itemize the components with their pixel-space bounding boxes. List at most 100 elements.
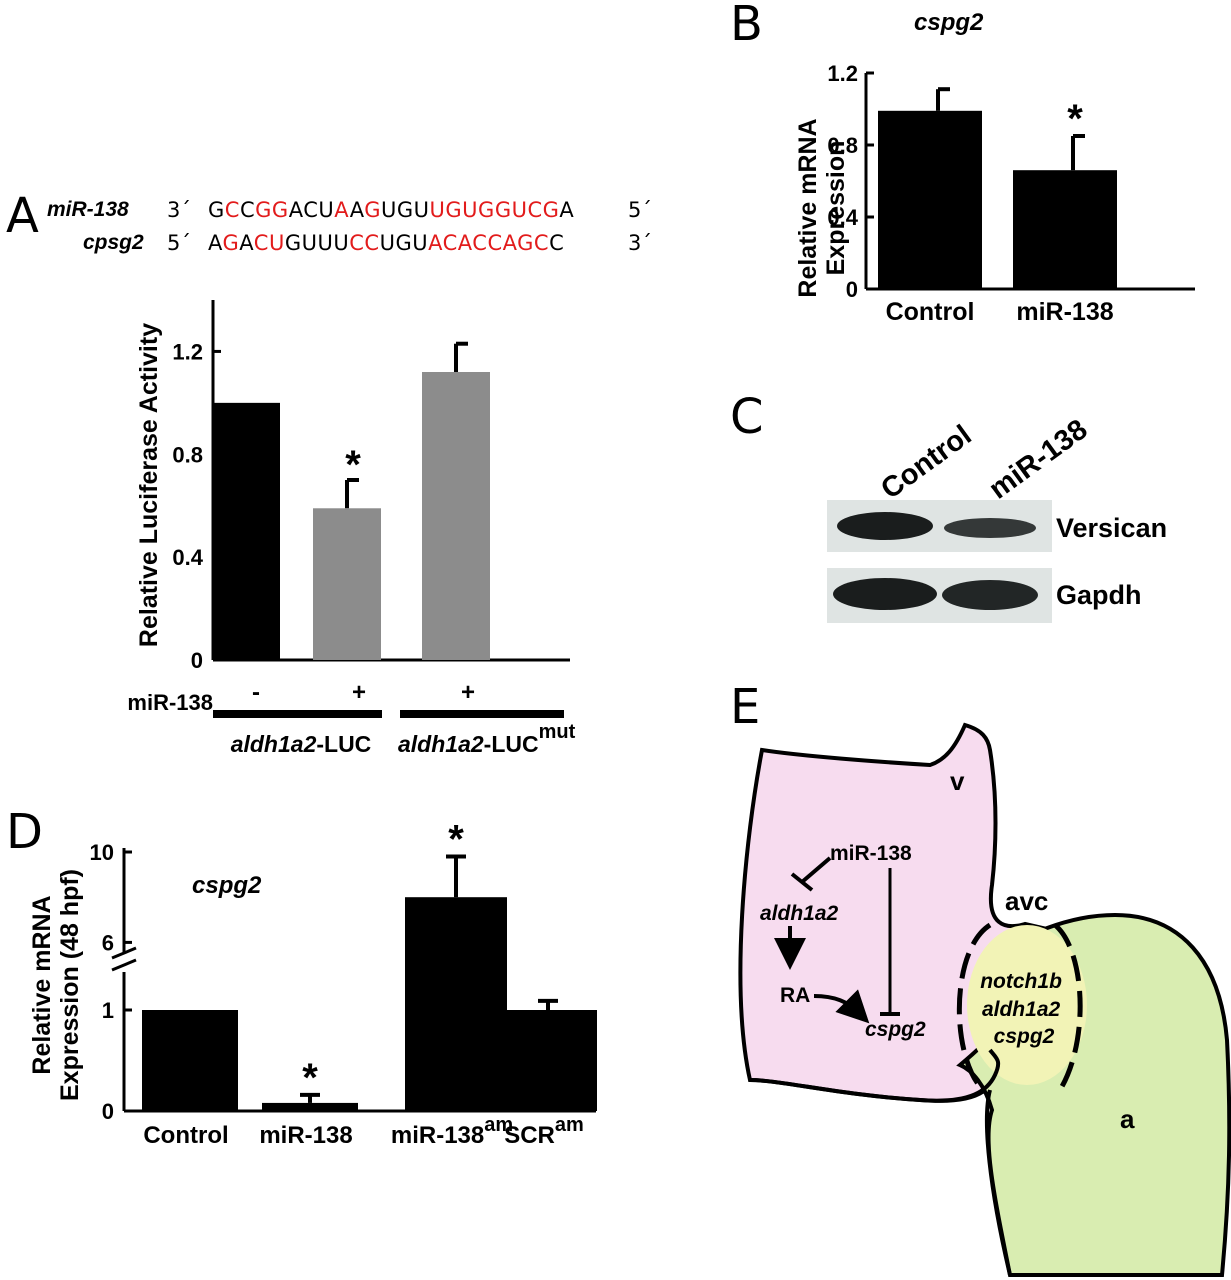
chart-d-title: cspg2 [192,872,262,899]
blot-lane-control: Control [875,419,977,505]
panel-label-d: D [6,804,43,860]
sequence-base: A [559,198,575,222]
sequence-base: U [379,231,396,255]
x-category-label: miR-138am [391,1114,513,1149]
y-tick-label: 0.8 [827,133,858,158]
sequence-base: U [511,198,528,222]
heart-diagram: v avc a miR-138 aldh1a2 RA cspg2 notch1b… [738,722,1231,1277]
sequence-base: A [349,198,365,222]
mirna-prime-left: 3´ [167,198,191,222]
bar [313,508,381,660]
sequence-base: G [222,231,240,255]
x-category-label: miR-138 [259,1122,352,1149]
sequence-base: G [396,198,414,222]
sequence-base: C [239,198,256,222]
band-versican-control [837,512,933,540]
y-tick-label: 0 [846,277,858,302]
sequence-base: U [317,231,334,255]
sequence-base: A [334,198,350,222]
atrium-outline-left [984,1089,1012,1276]
sequence-base: U [333,231,350,255]
panel-label-c: C [730,389,764,445]
sequence-base: G [542,198,560,222]
significance-star: * [448,820,464,862]
y-tick-label: 1.2 [827,61,858,86]
mirna-seq-name: miR-138 [47,198,129,221]
significance-star: * [302,1056,318,1100]
y-tick-label: 0 [102,1099,114,1124]
blot-row-versican: Versican [1056,513,1167,543]
bar [878,110,982,289]
x-category-label: SCRam [504,1114,584,1149]
bar [1013,170,1117,289]
sequence-base: U [318,198,335,222]
x-category-text: miR-138 [259,1122,352,1149]
chart-b-title: cspg2 [914,9,984,36]
label-avc: avc [1005,886,1048,916]
sequence-base: A [239,231,254,255]
y-tick-label: 0 [191,648,203,673]
node-cspg2: cspg2 [865,1018,926,1041]
sequence-base: U [413,198,430,222]
target-prime-right: 3´ [628,231,652,255]
x-category-superscript: am [484,1114,513,1136]
sequence-base: G [517,231,534,255]
chart-a-plot: 0 0.4 0.8 1.2 - * + + [172,300,570,706]
y-tick-label: 1 [102,998,114,1023]
sequence-base: C [224,198,240,222]
inhibit-mir-aldh [800,856,832,884]
sequence-base: G [494,198,512,222]
sequence-base: C [487,231,503,255]
sequence-base: C [349,231,365,255]
y-tick-label: 0.4 [172,545,203,570]
sequence-base: A [428,231,443,255]
avc-dashed-boundary [956,922,1083,1094]
group-label-1: aldh1a2-LUC [231,731,372,757]
x-category-text: Control [143,1122,228,1149]
chart-b-ylabel: Relative mRNAExpression [794,118,850,297]
x-category-label: - [252,679,260,706]
group-bar-1 [213,710,382,718]
sequence-base: C [472,231,488,255]
arrow-ra-cspg [813,989,870,1024]
x-category-label: miR-138 [1016,298,1113,326]
sequence-base: A [288,198,304,222]
sequence-base: U [462,198,479,222]
axis-break-mark [111,958,137,972]
x-category-label: Control [143,1122,228,1149]
sequence-base: U [412,231,429,255]
y-tick-label: 0.4 [827,205,858,230]
y-tick-label: 1.2 [172,339,203,364]
x-category-label: + [352,679,366,706]
bar [422,372,490,660]
node-mir138: miR-138 [830,842,912,865]
chart-d-mrna-48hpf: cspg2 Relative mRNAExpression (48 hpf) 0… [28,820,597,1149]
group-bar-2 [400,710,564,718]
target-prime-left: 5´ [167,231,191,255]
mirna-prime-right: 5´ [628,198,652,222]
x-category-label: Control [886,298,975,326]
sequence-base: G [255,198,272,222]
avc-region [967,925,1087,1085]
sequence-base: C [527,198,543,222]
label-ventricle: v [950,766,965,796]
node-ra: RA [780,984,810,1007]
bar [142,1010,238,1111]
x-category-label: + [461,679,475,706]
y-tick-label: 0.8 [172,442,203,467]
node-aldh1a2: aldh1a2 [760,902,839,925]
chart-a-ylabel: Relative Luciferase Activity [135,323,163,647]
significance-star: * [345,443,361,487]
sequence-base: G [271,198,289,222]
sequence-base: C [253,231,269,255]
significance-star: * [1067,97,1083,141]
blot-lane-mir138: miR-138 [983,413,1093,505]
panel-label-e: E [730,679,761,735]
chart-d-ylabel: Relative mRNAExpression (48 hpf) [28,869,84,1101]
band-gapdh-control [833,578,937,610]
panel-label-a: A [6,188,39,244]
sequence-base: C [303,198,319,222]
chart-b-mrna: cspg2 Relative mRNAExpression 0 0.4 0.8 1.2… [794,9,1195,326]
